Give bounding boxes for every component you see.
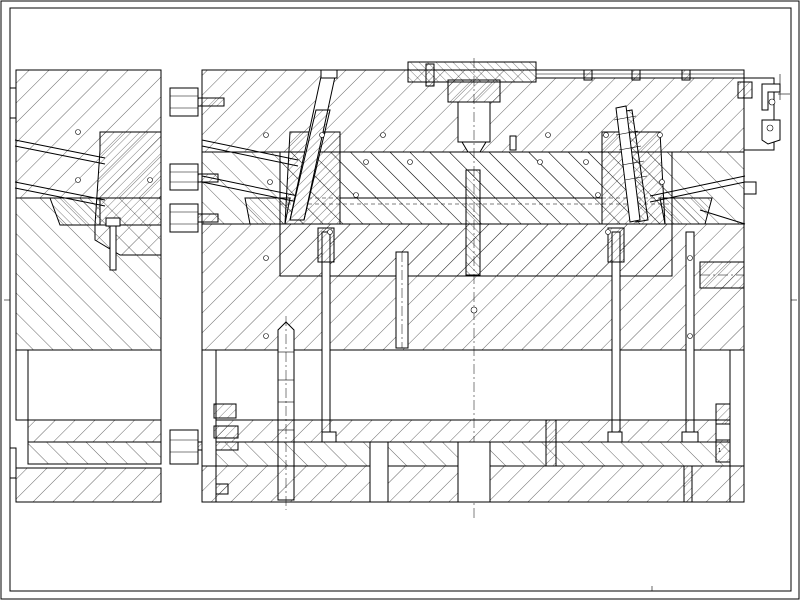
bolt-3 (169, 203, 219, 233)
plate-holes (263, 132, 693, 339)
main-section-view: 1 (201, 58, 746, 520)
svg-text:1: 1 (718, 448, 721, 454)
left-section-view (9, 69, 162, 503)
right-latch-assembly (737, 74, 790, 195)
bolt-1 (169, 87, 225, 117)
